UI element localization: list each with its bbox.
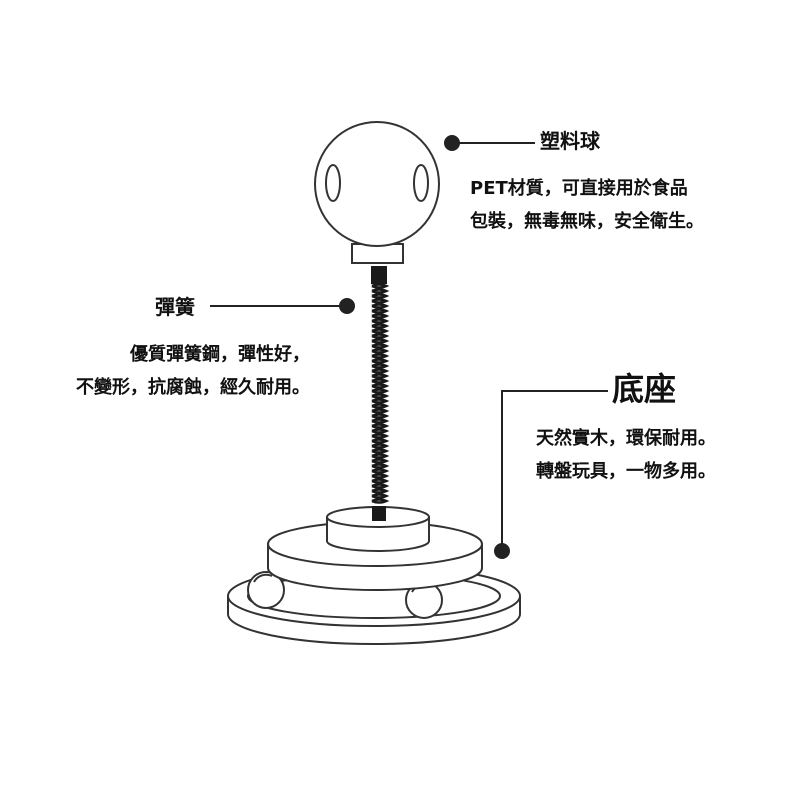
spring-coil [371, 448, 390, 454]
track-balls [247, 571, 443, 619]
spring-coil [371, 478, 390, 484]
spring-coil [371, 473, 390, 479]
spring-coil [371, 378, 390, 384]
spring [371, 283, 390, 504]
spring-coil [371, 488, 390, 494]
spring-coil [371, 318, 390, 324]
spring-coil [371, 463, 390, 469]
spring-coil [371, 298, 390, 304]
spring-coil [371, 368, 390, 374]
spring-coil [371, 328, 390, 334]
spring-coil [371, 353, 390, 359]
spring-coil [371, 493, 390, 499]
spring-coil [371, 293, 390, 299]
ball-description-line: 包裝，無毒無味，安全衛生。 [470, 211, 704, 232]
spring-coil [371, 413, 390, 419]
spring-coil [371, 433, 390, 439]
spring-coil [371, 418, 390, 424]
spring-coil [371, 283, 390, 289]
spring-coil [371, 498, 390, 504]
callout-ball [444, 135, 535, 151]
base-title: 底座 [612, 370, 677, 408]
spring-coil [371, 338, 390, 344]
callout-dot-ball [444, 135, 460, 151]
spring-coil [371, 358, 390, 364]
spring-title: 彈簧 [155, 295, 195, 319]
spring-description-line: 優質彈簧鋼，彈性好， [130, 344, 310, 365]
spring-coil [371, 383, 390, 389]
spring-coil [371, 288, 390, 294]
spring-coil [371, 313, 390, 319]
spring-coil [371, 398, 390, 404]
spring-coil [371, 348, 390, 354]
spring-coil [371, 343, 390, 349]
spring-coil [371, 438, 390, 444]
spring-coil [371, 373, 390, 379]
ball-description-line: PET材質，可直接用於食品 [470, 178, 688, 199]
spring-bottom-cap [372, 506, 386, 521]
spring-description: 優質彈簧鋼，彈性好， 不變形，抗腐蝕，經久耐用。 [28, 338, 310, 404]
spring-description-line: 不變形，抗腐蝕，經久耐用。 [76, 377, 310, 398]
spring-coil [371, 428, 390, 434]
base-description-line: 天然實木，環保耐用。 [536, 428, 716, 449]
spring-coil [371, 303, 390, 309]
spring-coil [371, 393, 390, 399]
spring-coil [371, 403, 390, 409]
spring-coil [371, 423, 390, 429]
spring-coil [371, 468, 390, 474]
spring-coil [371, 483, 390, 489]
spring-coil [371, 323, 390, 329]
spring-coil [371, 363, 390, 369]
spring-coil [371, 308, 390, 314]
callout-base [494, 390, 608, 559]
base-description-line: 轉盤玩具，一物多用。 [536, 461, 716, 482]
ball-description: PET材質，可直接用於食品 包裝，無毒無味，安全衛生。 [470, 172, 704, 238]
spring-coil [371, 458, 390, 464]
callout-spring [210, 298, 355, 314]
spring-coil [371, 408, 390, 414]
plastic-ball [314, 121, 440, 264]
spring-coil [371, 388, 390, 394]
base-description: 天然實木，環保耐用。 轉盤玩具，一物多用。 [536, 422, 716, 488]
spring-coil [371, 453, 390, 459]
callout-dot-base [494, 543, 510, 559]
ball-title: 塑料球 [540, 129, 600, 153]
callout-dot-spring [339, 298, 355, 314]
spring-coil [371, 443, 390, 449]
spring-coil [371, 333, 390, 339]
spring-top-cap [371, 266, 387, 284]
